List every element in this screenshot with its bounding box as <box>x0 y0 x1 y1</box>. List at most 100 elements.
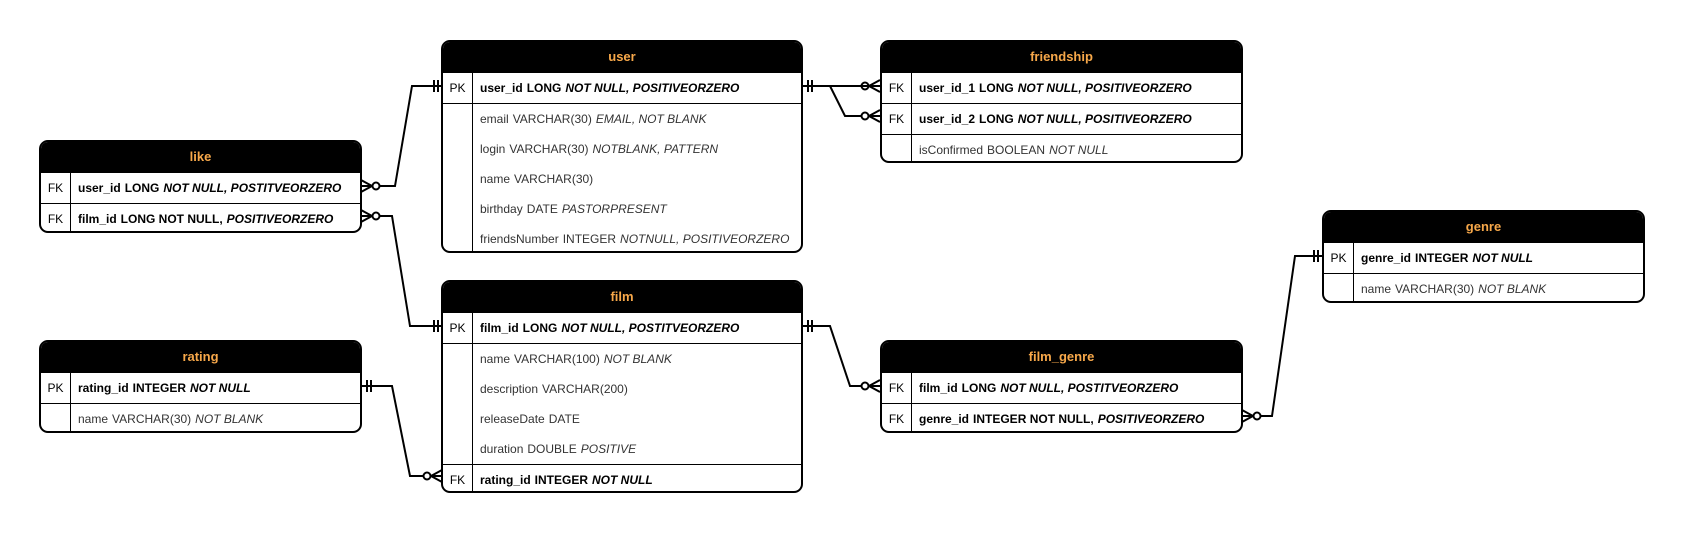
column-type: BOOLEAN <box>987 143 1046 157</box>
column-type: INTEGER <box>1415 251 1469 265</box>
column-name: genre_id <box>919 412 970 426</box>
column-type: LONG <box>526 81 562 95</box>
key-badge: FK <box>882 104 912 134</box>
key-badge: PK <box>443 73 473 103</box>
column-type: DATE <box>548 412 580 426</box>
key-badge <box>41 404 71 431</box>
column-type: VARCHAR(30) <box>514 172 594 186</box>
column-constraints: NOTBLANK, PATTERN <box>592 142 719 156</box>
key-badge: FK <box>443 465 473 491</box>
column-name: description <box>480 382 539 396</box>
column-name: film_id <box>480 321 519 335</box>
entity-title: genre <box>1324 212 1643 242</box>
rel-user-friendship <box>802 79 881 123</box>
rel-like-film <box>360 209 442 332</box>
entity-title: film <box>443 282 801 312</box>
column-constraints: NOT NULL <box>1049 143 1109 157</box>
column-constraints: NOT NULL <box>592 473 653 487</box>
column-constraints: NOT NULL <box>1472 251 1534 265</box>
column-constraints: NOT NULL, POSITIVEORZERO <box>1017 112 1192 126</box>
key-badge <box>1324 274 1354 301</box>
key-badge <box>443 404 473 434</box>
key-badge <box>443 434 473 464</box>
column-type: VARCHAR(30) <box>1395 282 1475 296</box>
key-badge <box>443 374 473 404</box>
column-name: name <box>480 352 511 366</box>
column-type: INTEGER <box>534 473 589 487</box>
column-constraints: POSITIVEORZERO <box>226 212 334 226</box>
column-type: INTEGER <box>132 381 187 395</box>
column-constraints: NOT BLANK <box>603 352 672 366</box>
column-name: film_id <box>919 381 958 395</box>
column-name: genre_id <box>1361 251 1412 265</box>
column-type: DATE <box>526 202 558 216</box>
column-name: duration <box>480 442 524 456</box>
column-type: LONG <box>124 181 160 195</box>
key-badge: FK <box>41 173 71 203</box>
entity-title: like <box>41 142 360 172</box>
key-badge <box>882 135 912 161</box>
column-constraints: NOTNULL, POSITIVEORZERO <box>620 232 790 246</box>
rel-film-filmgenre <box>802 320 881 393</box>
column-name: user_id <box>480 81 523 95</box>
key-badge <box>443 344 473 374</box>
key-badge: FK <box>41 204 71 231</box>
column-type: LONG NOT NULL, <box>120 212 223 226</box>
key-badge: PK <box>443 313 473 343</box>
column-type: LONG <box>522 321 558 335</box>
column-name: user_id_1 <box>919 81 976 95</box>
column-constraints: NOT NULL, POSITIVEORZERO <box>565 81 740 95</box>
column-type: VARCHAR(30) <box>112 412 192 426</box>
column-constraints: NOT BLANK <box>1478 282 1547 296</box>
column-name: name <box>78 412 109 426</box>
column-name: rating_id <box>78 381 129 395</box>
entity-title: film_genre <box>882 342 1241 372</box>
column-name: login <box>480 142 506 156</box>
column-type: VARCHAR(100) <box>514 352 600 366</box>
key-badge: PK <box>41 373 71 403</box>
key-badge: FK <box>882 73 912 103</box>
